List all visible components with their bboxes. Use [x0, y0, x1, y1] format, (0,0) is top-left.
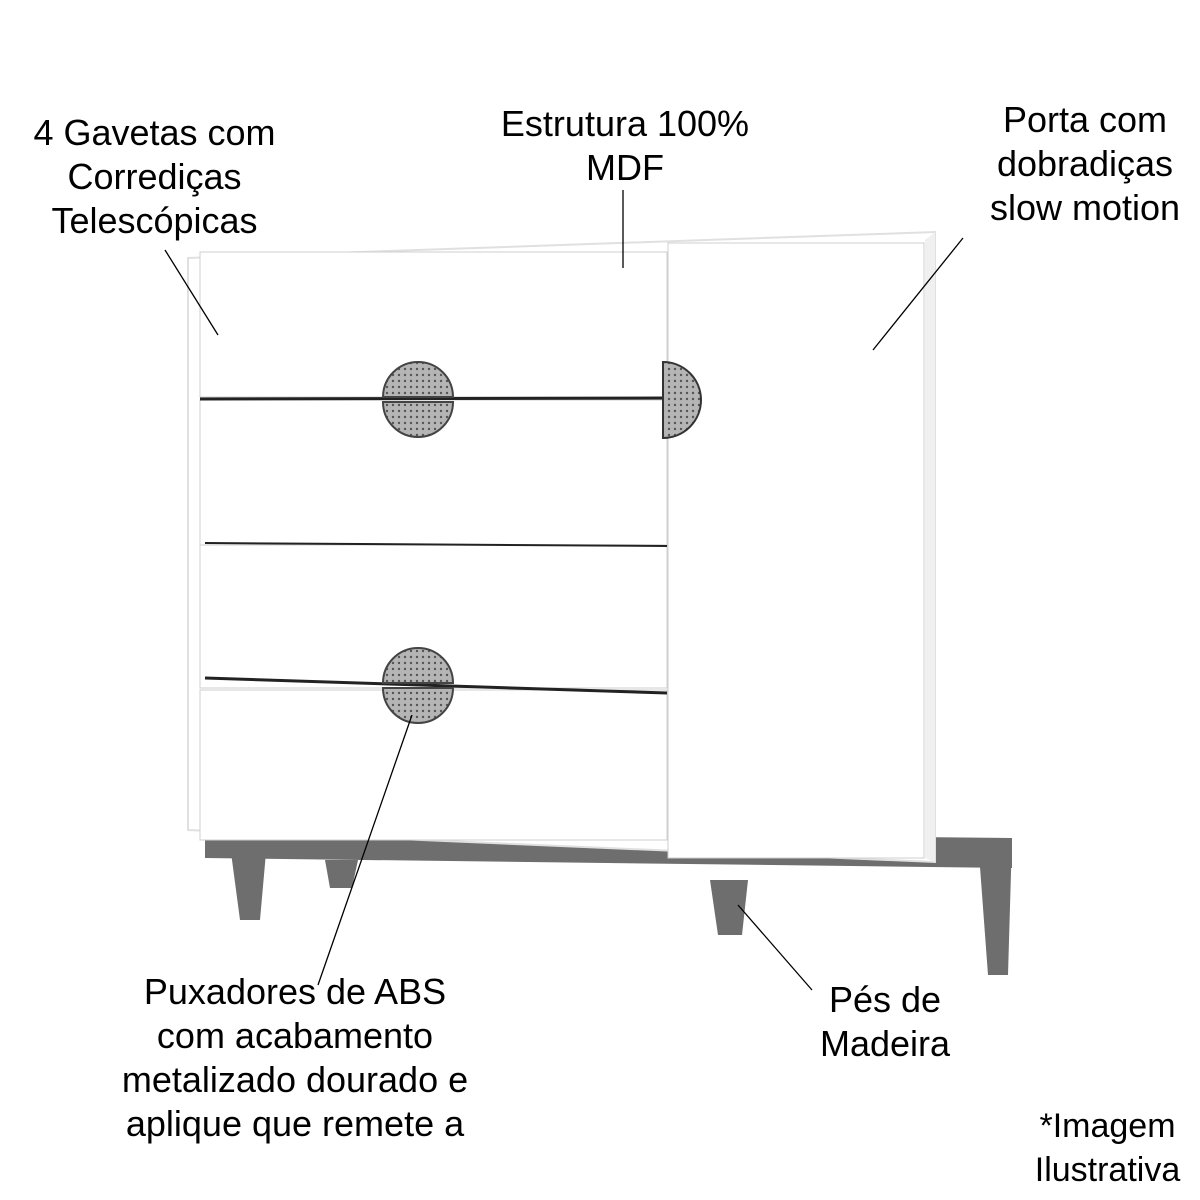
door-handle — [662, 360, 702, 440]
label-line: metalizado dourado e — [121, 1059, 469, 1100]
drawer-gap — [204, 542, 668, 547]
leader-lines — [164, 190, 964, 991]
door — [667, 242, 925, 859]
label-line: Pés de — [828, 979, 942, 1020]
leader-line-handles — [317, 714, 413, 986]
leader-line-drawers — [164, 249, 219, 336]
drawer-gap — [204, 676, 668, 695]
label-line: slow motion — [989, 187, 1181, 228]
label-line: Madeira — [819, 1023, 951, 1064]
leg-front-left — [228, 830, 268, 920]
label-line: Corrediças — [67, 156, 242, 197]
leg-middle — [710, 880, 748, 935]
handle-half — [381, 687, 455, 724]
leader-line-door — [872, 237, 964, 351]
label-line: Porta com — [1002, 99, 1168, 140]
leg-front-right — [978, 838, 1012, 975]
side-panel — [925, 232, 935, 862]
label-line: MDF — [586, 147, 664, 188]
leader-line-feet — [737, 904, 813, 991]
label-line: aplique que remete a — [125, 1103, 465, 1144]
label-door: Porta com dobradiças slow motion — [975, 98, 1195, 230]
handle-half — [381, 361, 455, 398]
label-line: dobradiças — [996, 143, 1174, 184]
label-line: Ilustrativa — [1034, 1151, 1181, 1189]
handle-half — [381, 647, 455, 684]
label-line: Puxadores de ABS — [143, 971, 447, 1012]
leg-back-left — [325, 860, 358, 888]
label-line: 4 Gavetas com — [33, 112, 276, 153]
label-structure: Estrutura 100% MDF — [470, 102, 780, 190]
cabinet-body — [187, 230, 936, 864]
label-disclaimer: *Imagem Ilustrativa — [1015, 1104, 1200, 1192]
label-line: com acabamento — [156, 1015, 434, 1056]
label-handles: Puxadores de ABS com acabamento metaliza… — [90, 970, 500, 1146]
handle-half — [381, 401, 455, 438]
drawer-gap — [199, 396, 668, 401]
label-line: Estrutura 100% — [500, 103, 750, 144]
label-feet: Pés de Madeira — [800, 978, 970, 1066]
label-drawers: 4 Gavetas com Corrediças Telescópicas — [12, 111, 297, 243]
drawer-handle-bottom — [381, 647, 455, 724]
label-line: *Imagem — [1039, 1107, 1176, 1145]
drawer-handle-top — [381, 361, 455, 438]
label-line: Telescópicas — [51, 200, 258, 241]
